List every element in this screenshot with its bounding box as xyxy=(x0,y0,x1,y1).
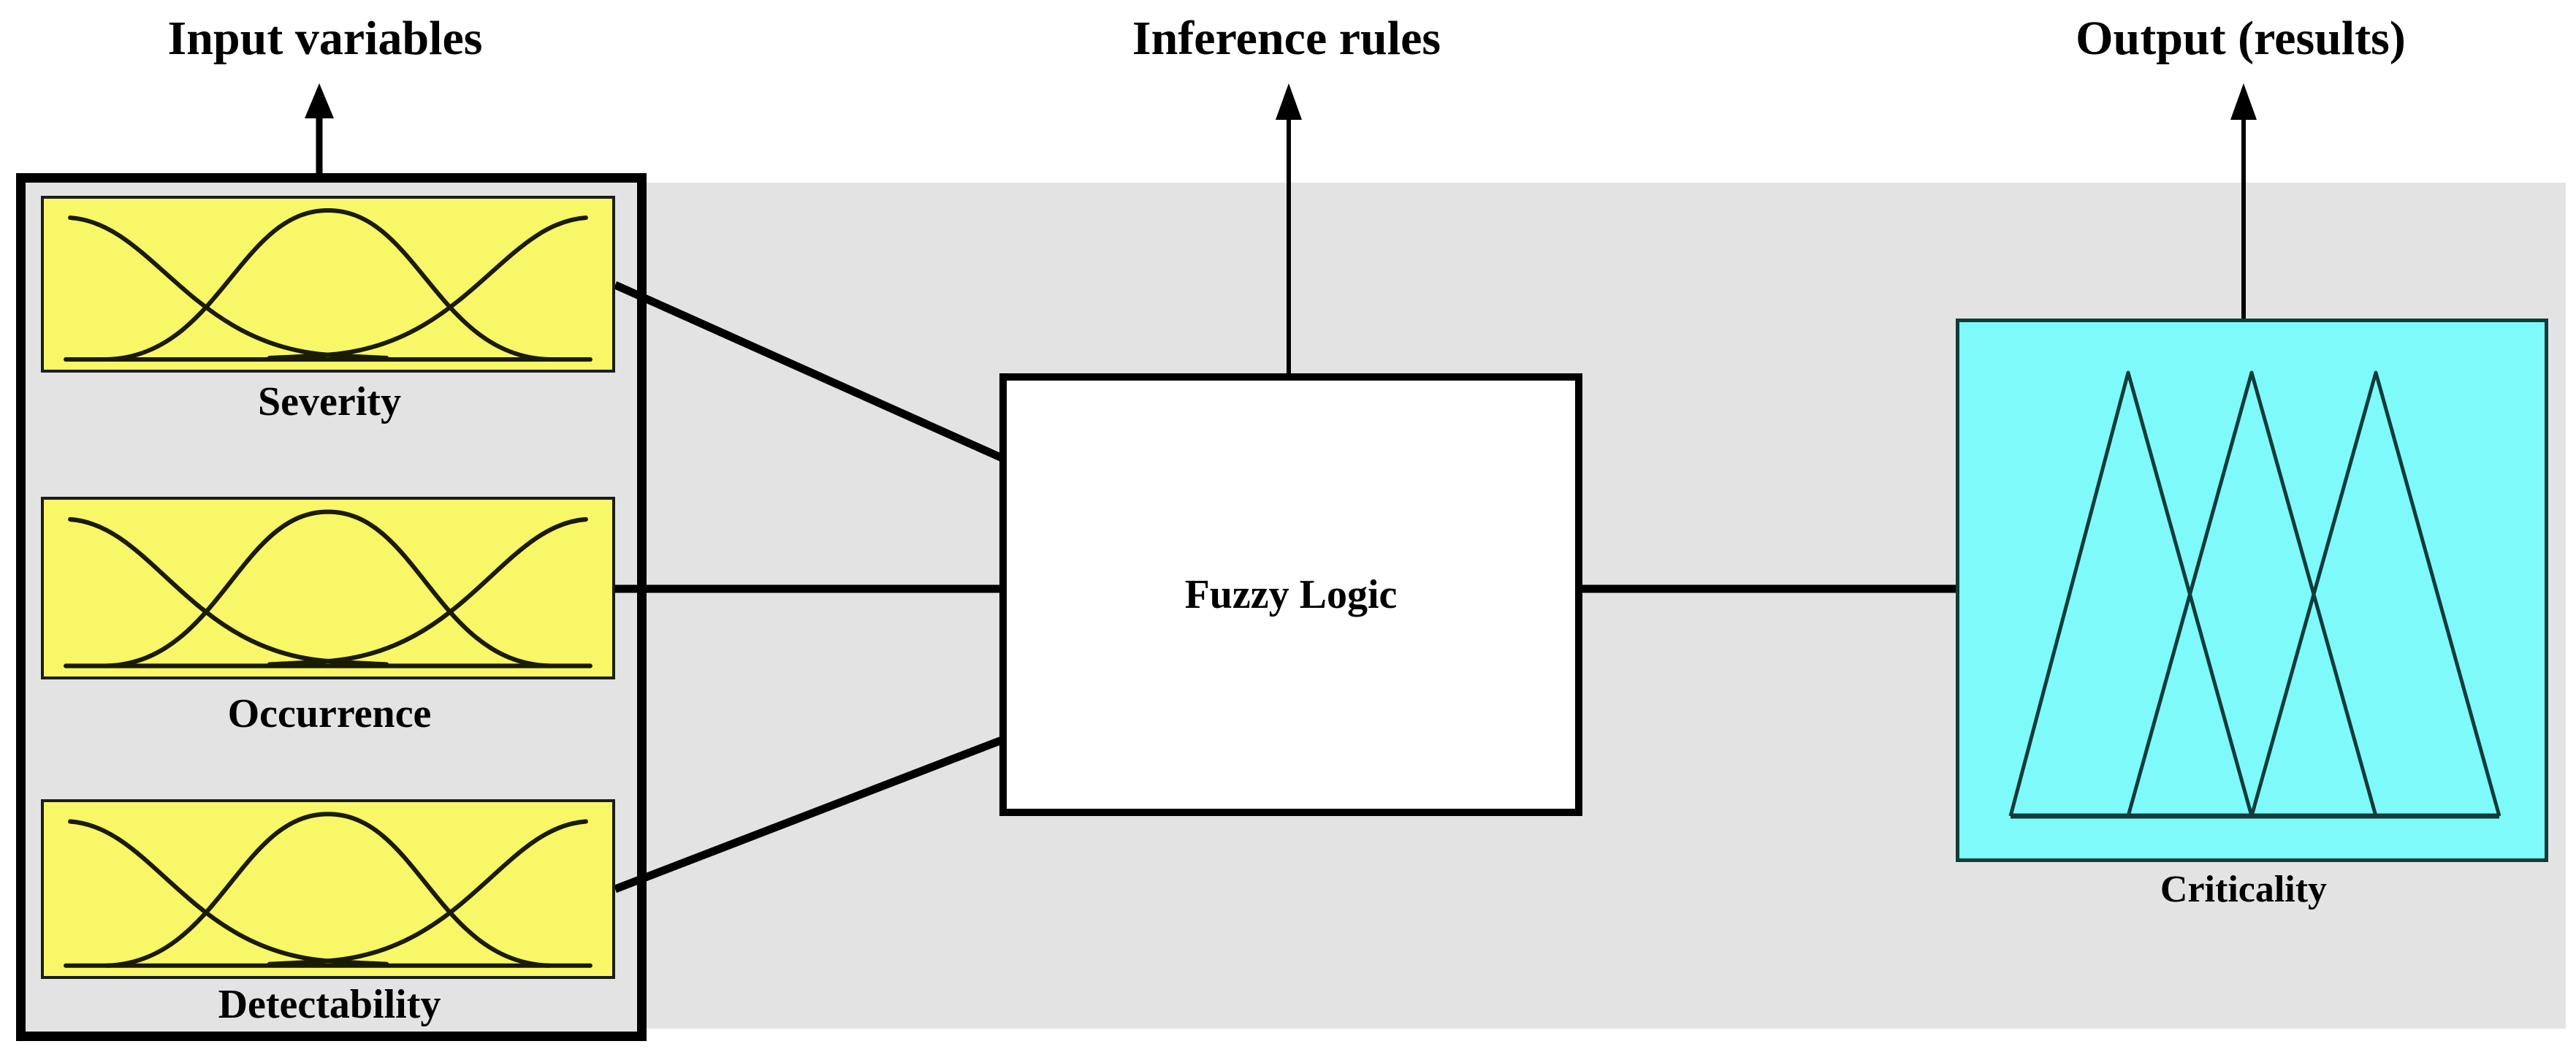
gaussian-curves-icon xyxy=(64,509,592,668)
membership-plot-detectability xyxy=(41,799,615,979)
membership-plot-severity xyxy=(41,196,615,373)
criticality-plot-box xyxy=(1956,319,2548,862)
title-inference-rules: Inference rules xyxy=(1132,12,1441,65)
triangular-curves-icon xyxy=(2008,370,2501,819)
fuzzy-logic-box: Fuzzy Logic xyxy=(999,373,1582,816)
label-detectability: Detectability xyxy=(218,982,441,1027)
input-up-arrow-icon xyxy=(305,83,334,174)
label-criticality: Criticality xyxy=(2160,869,2328,910)
label-severity: Severity xyxy=(258,379,401,424)
label-occurrence: Occurrence xyxy=(227,691,432,736)
membership-plot-occurrence xyxy=(41,497,615,679)
title-input-variables: Input variables xyxy=(167,12,483,65)
fuzzy-logic-label: Fuzzy Logic xyxy=(1184,572,1398,617)
gaussian-curves-icon xyxy=(64,207,592,362)
title-output-results: Output (results) xyxy=(2076,12,2406,65)
gaussian-curves-icon xyxy=(64,812,592,968)
